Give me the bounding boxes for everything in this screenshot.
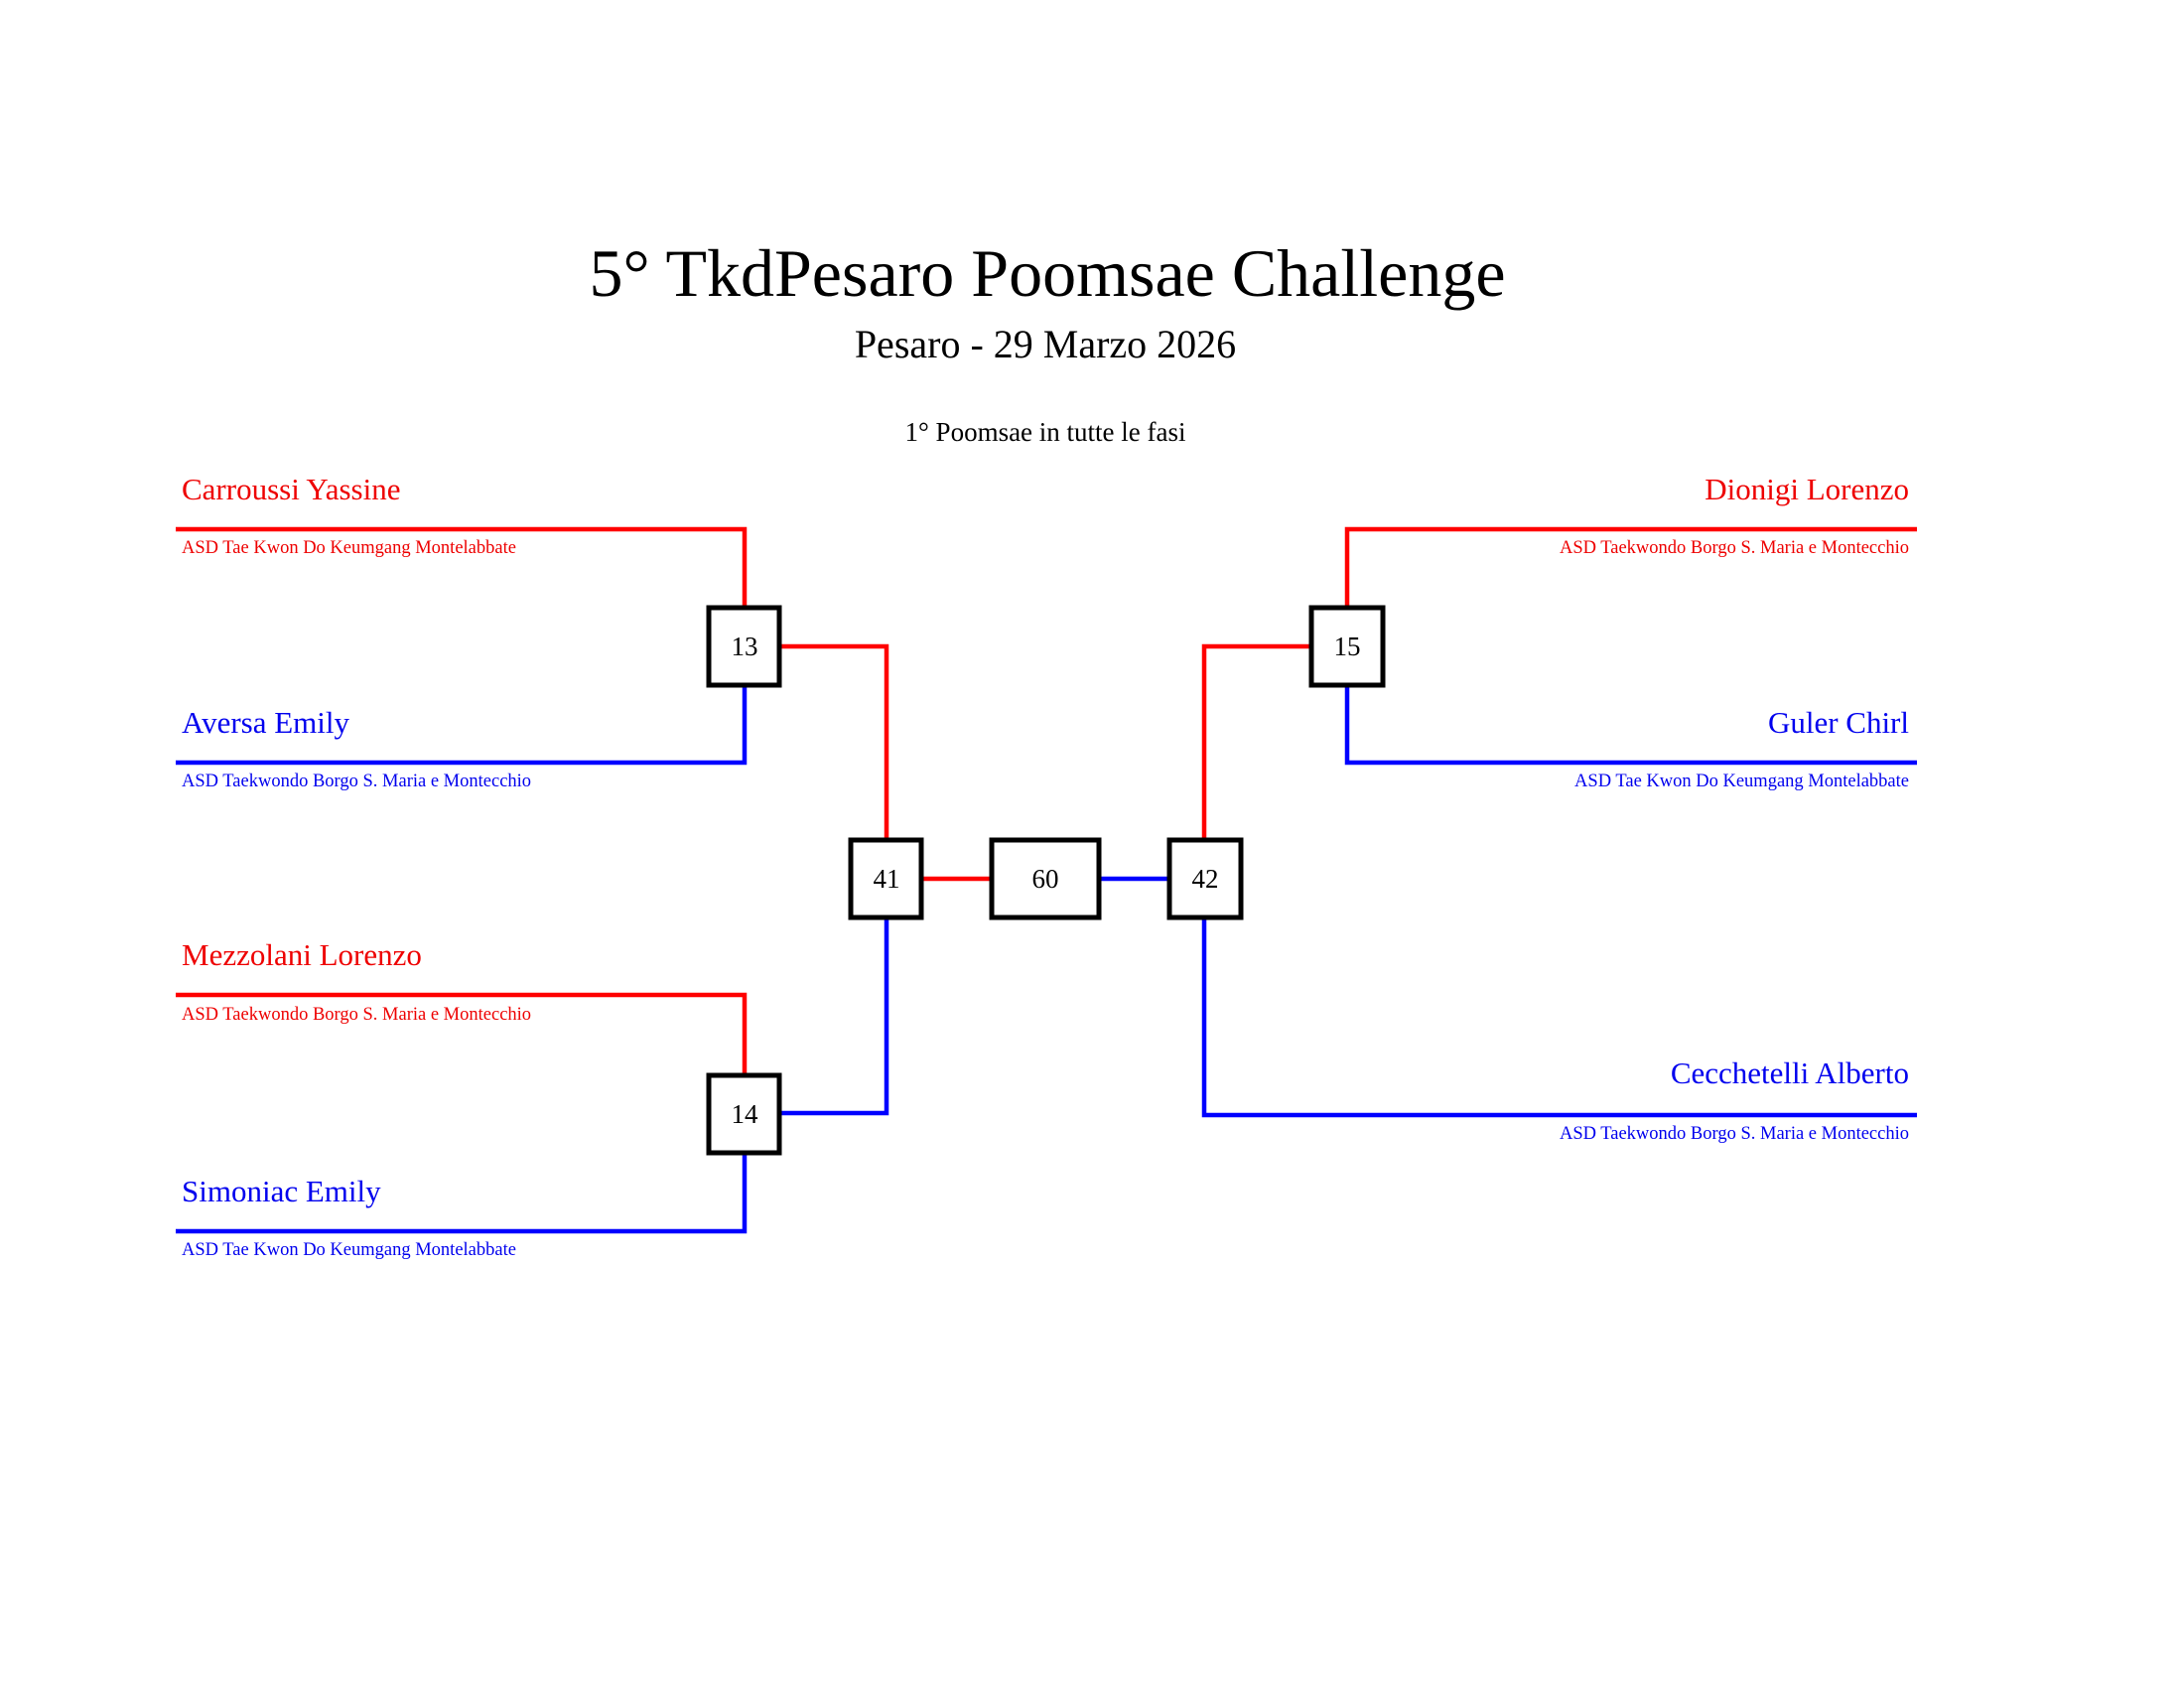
match-number: 15 [1334, 632, 1361, 661]
athlete-club: ASD Tae Kwon Do Keumgang Montelabbate [1574, 772, 1909, 791]
line-cecchetelli [1201, 917, 1917, 1118]
line-aversa [176, 685, 748, 766]
line-15-42 [1201, 643, 1311, 840]
line-carroussi [176, 526, 748, 607]
match-box-14: 14 [706, 1072, 782, 1156]
athlete-club: ASD Taekwondo Borgo S. Maria e Montecchi… [182, 772, 531, 791]
athlete-name: Mezzolani Lorenzo [182, 937, 422, 972]
match-number: 60 [1032, 864, 1059, 894]
line-guler [1344, 685, 1917, 766]
athlete-club: ASD Taekwondo Borgo S. Maria e Montecchi… [182, 1005, 531, 1025]
phase-note: 1° Poomsae in tutte le fasi [905, 417, 1186, 447]
match-number: 42 [1192, 864, 1219, 894]
line-simoniac [176, 1153, 748, 1234]
line-13-41 [779, 643, 889, 840]
athlete-name: Carroussi Yassine [182, 472, 400, 506]
line-14-41 [779, 917, 889, 1116]
athlete-club: ASD Taekwondo Borgo S. Maria e Montecchi… [1560, 538, 1909, 558]
athlete-name: Cecchetelli Alberto [1671, 1055, 1909, 1090]
athlete-club: ASD Taekwondo Borgo S. Maria e Montecchi… [1560, 1124, 1909, 1144]
athlete-club: ASD Tae Kwon Do Keumgang Montelabbate [182, 538, 516, 558]
athlete-club: ASD Tae Kwon Do Keumgang Montelabbate [182, 1240, 516, 1260]
line-mezzolani [176, 992, 748, 1075]
match-box-13: 13 [706, 605, 782, 688]
line-dionigi [1344, 526, 1917, 607]
match-box-15: 15 [1308, 605, 1386, 688]
match-number: 41 [874, 864, 900, 894]
match-box-60: 60 [989, 837, 1102, 920]
bracket-lines [176, 526, 1917, 1234]
athlete-name: Dionigi Lorenzo [1705, 472, 1909, 506]
event-subtitle: Pesaro - 29 Marzo 2026 [855, 322, 1236, 366]
athlete-name: Guler Chirl [1768, 705, 1909, 740]
match-box-42: 42 [1166, 837, 1244, 920]
match-number: 14 [732, 1099, 759, 1129]
page-title: 5° TkdPesaro Poomsae Challenge [589, 235, 1505, 311]
athlete-name: Aversa Emily [182, 705, 350, 740]
match-number: 13 [732, 632, 758, 661]
match-box-41: 41 [848, 837, 924, 920]
athlete-name: Simoniac Emily [182, 1174, 381, 1208]
